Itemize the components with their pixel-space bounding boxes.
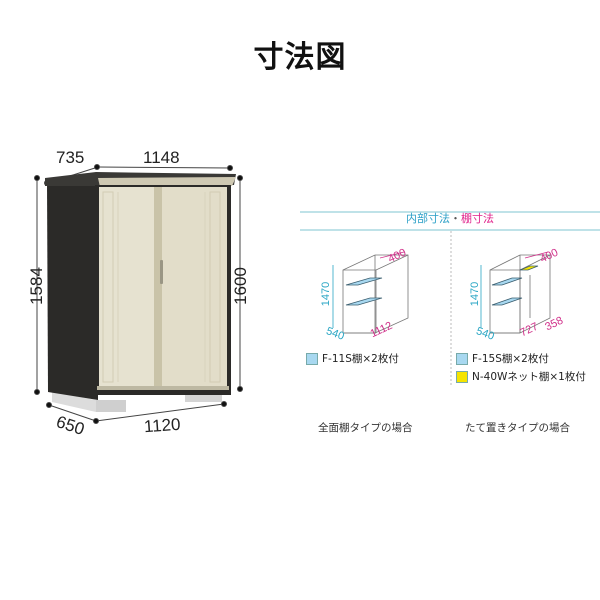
yellow-net-shelf-swatch [456,370,468,383]
header-shelf-dims: 棚寸法 [461,212,494,225]
right-legend-item-1: F-15S棚×2枚付 [456,351,549,366]
blue-shelf-swatch [306,352,318,365]
legend-label: F-15S棚×2枚付 [472,353,549,365]
page-title: 寸法図 [253,40,347,75]
dim-top-width: 1148 [143,148,180,167]
left-dim-height: 1470 [320,281,333,307]
legend-label: F-11S棚×2枚付 [322,353,399,365]
dim-top-depth: 735 [56,148,85,167]
header-internal-dims: 内部寸法 [406,212,450,225]
right-legend-item-2: N-40Wネット棚×1枚付 [456,369,586,384]
left-legend-item: F-11S棚×2枚付 [306,351,399,366]
blue-shelf-swatch [456,352,468,365]
panel-header: 内部寸法・棚寸法 [300,210,600,230]
legend-label: N-40Wネット棚×1枚付 [472,371,586,383]
right-caption: たて置きタイプの場合 [465,422,570,434]
header-separator: ・ [450,212,461,225]
right-dim-height: 1470 [469,281,482,307]
left-caption: 全面棚タイプの場合 [318,422,413,434]
